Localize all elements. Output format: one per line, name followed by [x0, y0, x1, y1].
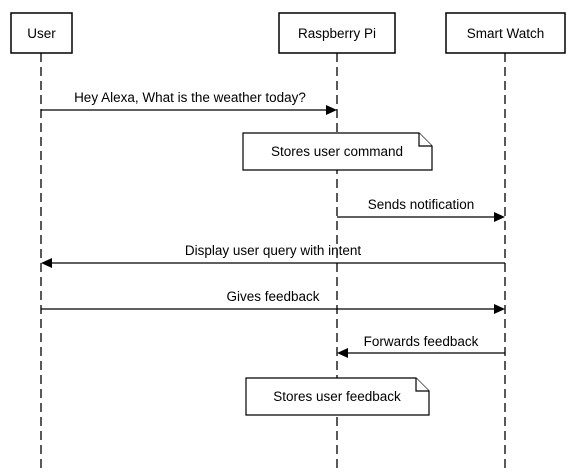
participant-raspberry-pi: Raspberry Pi — [278, 12, 396, 54]
arrowhead-icon — [337, 348, 348, 358]
arrowhead-icon — [494, 212, 505, 222]
participant-user: User — [10, 12, 73, 54]
participant-smart-watch: Smart Watch — [445, 12, 566, 54]
message-forwards-feedback: Forwards feedback — [337, 334, 505, 358]
message-sends-notification: Sends notification — [337, 197, 505, 222]
participant-user-label: User — [27, 26, 56, 41]
note-stores-user-command: Stores user command — [242, 132, 433, 171]
message-hey-alexa: Hey Alexa, What is the weather today? — [41, 90, 337, 115]
arrowhead-icon — [326, 105, 337, 115]
message-forwards-feedback-label: Forwards feedback — [364, 334, 479, 349]
note-stores-user-feedback-label: Stores user feedback — [273, 389, 401, 404]
message-hey-alexa-label: Hey Alexa, What is the weather today? — [74, 90, 306, 105]
participant-smart-watch-label: Smart Watch — [467, 26, 545, 41]
arrowhead-icon — [41, 258, 52, 268]
message-display-user-query-label: Display user query with intent — [185, 243, 362, 258]
arrowhead-icon — [494, 304, 505, 314]
message-sends-notification-label: Sends notification — [368, 197, 475, 212]
message-display-user-query: Display user query with intent — [41, 243, 505, 268]
participant-raspberry-pi-label: Raspberry Pi — [298, 26, 376, 41]
message-gives-feedback-label: Gives feedback — [226, 289, 319, 304]
note-stores-user-command-label: Stores user command — [271, 144, 403, 159]
note-stores-user-feedback: Stores user feedback — [245, 377, 430, 416]
message-gives-feedback: Gives feedback — [41, 289, 505, 314]
